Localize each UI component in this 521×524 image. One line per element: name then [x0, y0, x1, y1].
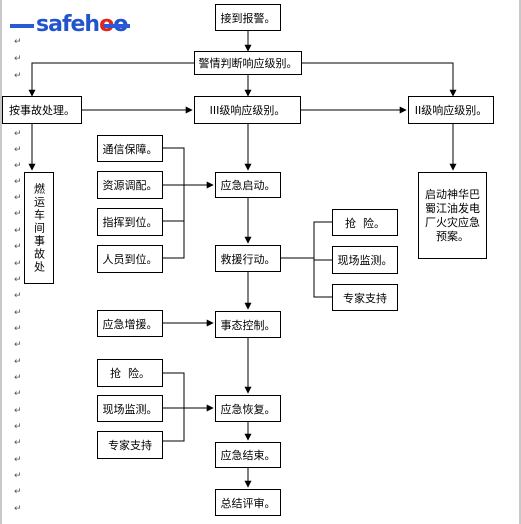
node-emergency-end-label: 应急结束。 [220, 449, 276, 462]
node-fuel-transport-label: 燃运车间事故处 [32, 182, 46, 274]
paragraph-mark: ↵ [14, 373, 22, 383]
node-rescue-action: 救援行动。 [215, 245, 281, 272]
node-command-arrival-label: 指挥到位。 [102, 216, 158, 229]
line-judge-right [302, 62, 457, 97]
node-reinforce-label: 应急增援。 [102, 317, 158, 331]
paragraph-mark: ↵ [14, 71, 22, 81]
node-start-plan-label: 启动神华巴蜀江油发电厂火灾应急预案。 [425, 187, 480, 243]
node-emergency-recovery: 应急恢复。 [215, 395, 281, 422]
node-fuel-transport: 燃运车间事故处 [24, 172, 54, 284]
left-margin-bar [0, 0, 2, 524]
node-site-monitor-2: 现场监测。 [97, 395, 163, 422]
node-resource-dispatch: 资源调配。 [97, 171, 163, 199]
node-site-monitor-2-label: 现场监测。 [102, 402, 158, 416]
node-staff-arrival: 人员到位。 [97, 245, 163, 273]
node-rescue-1: 抢 险。 [332, 209, 398, 236]
node-staff-arrival-label: 人员到位。 [102, 253, 158, 266]
node-incident-handling-label: 按事故处理。 [9, 104, 75, 117]
paragraph-mark: ↵ [14, 129, 22, 139]
node-summary-review: 总结评审。 [215, 489, 281, 516]
node-rescue-action-label: 救援行动。 [220, 252, 276, 266]
node-emergency-recovery-label: 应急恢复。 [220, 402, 276, 416]
node-emergency-end: 应急结束。 [215, 442, 281, 468]
node-judge-level: 警情判断响应级别。 [194, 51, 302, 75]
paragraph-mark: ↵ [14, 422, 22, 432]
node-site-monitor-1-label: 现场监测。 [337, 254, 393, 267]
paragraph-mark: ↵ [14, 357, 22, 367]
paragraph-mark: ↵ [14, 389, 22, 399]
logo-stripe-right [104, 24, 130, 28]
node-level2-label: II级响应级别。 [414, 104, 488, 117]
paragraph-mark: ↵ [14, 275, 22, 285]
node-start-plan: 启动神华巴蜀江油发电厂火灾应急预案。 [418, 172, 487, 259]
logo-stripe-left [10, 24, 34, 28]
paragraph-mark: ↵ [14, 161, 22, 171]
node-receive-alarm: 接到报警。 [215, 4, 281, 31]
paragraph-mark: ↵ [14, 340, 22, 350]
node-command-arrival: 指挥到位。 [97, 208, 163, 236]
bracket-rescue-group-2 [163, 372, 185, 442]
node-emergency-start-label: 应急启动。 [220, 179, 276, 192]
node-level3: III级响应级别。 [194, 96, 301, 124]
node-resource-dispatch-label: 资源调配。 [102, 179, 158, 192]
paragraph-mark: ↵ [14, 438, 22, 448]
node-summary-review-label: 总结评审。 [220, 496, 276, 510]
paragraph-mark: ↵ [14, 193, 22, 203]
node-situation-control-label: 事态控制。 [220, 318, 276, 332]
node-situation-control: 事态控制。 [215, 311, 281, 338]
node-incident-handling: 按事故处理。 [2, 96, 82, 124]
paragraph-mark: ↵ [14, 37, 22, 47]
paragraph-mark: ↵ [14, 487, 22, 497]
node-reinforce: 应急增援。 [97, 310, 163, 337]
bracket-support-group [163, 147, 185, 259]
paragraph-mark: ↵ [14, 406, 22, 416]
paragraph-mark: ↵ [14, 209, 22, 219]
paragraph-mark: ↵ [14, 504, 22, 514]
paragraph-mark: ↵ [14, 54, 22, 64]
node-rescue-2: 抢 险。 [97, 359, 163, 387]
paragraph-mark: ↵ [14, 177, 22, 187]
logo-text: safehoo [36, 12, 128, 37]
logo-text-prefix: safeh [36, 12, 100, 37]
watermark-logo: safehoo [10, 12, 130, 37]
line-judge-left [28, 62, 194, 97]
node-expert-support-1: 专家支持 [332, 284, 398, 311]
node-receive-alarm-label: 接到报警。 [220, 11, 276, 25]
node-emergency-start: 应急启动。 [215, 172, 281, 198]
node-site-monitor-1: 现场监测。 [332, 246, 398, 274]
paragraph-mark: ↵ [14, 324, 22, 334]
node-comm-support-label: 通信保障。 [102, 142, 158, 156]
node-comm-support: 通信保障。 [97, 135, 163, 162]
paragraph-mark: ↵ [14, 471, 22, 481]
paragraph-mark: ↵ [14, 455, 22, 465]
node-level2: II级响应级别。 [408, 96, 494, 124]
node-rescue-1-label: 抢 险。 [345, 216, 385, 230]
node-judge-level-label: 警情判断响应级别。 [198, 57, 298, 70]
paragraph-mark: ↵ [14, 291, 22, 301]
paragraph-mark: ↵ [14, 259, 22, 269]
node-level3-label: III级响应级别。 [209, 104, 286, 117]
paragraph-mark: ↵ [14, 242, 22, 252]
node-expert-support-2-label: 专家支持 [108, 439, 152, 452]
paragraph-mark: ↵ [14, 226, 22, 236]
paragraph-mark: ↵ [14, 145, 22, 155]
node-rescue-2-label: 抢 险。 [110, 367, 150, 380]
paragraph-mark: ↵ [14, 308, 22, 318]
right-scrollbar[interactable] [519, 0, 521, 524]
node-expert-support-2: 专家支持 [97, 431, 163, 459]
node-expert-support-1-label: 专家支持 [343, 291, 387, 305]
